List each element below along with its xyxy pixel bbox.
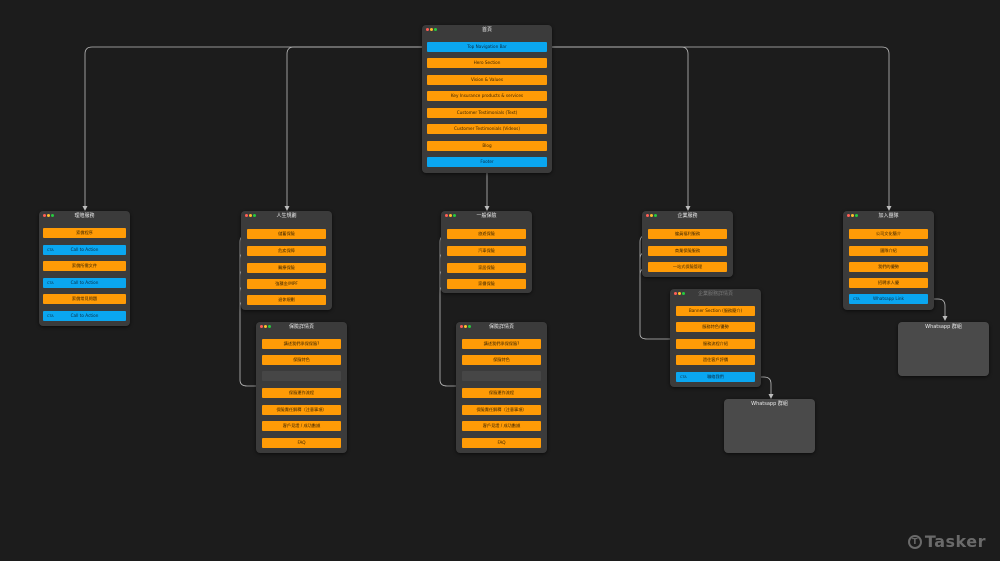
life-item[interactable]: 危疾保障 bbox=[247, 246, 326, 256]
business-item[interactable]: 僱員福利服務 bbox=[648, 229, 727, 239]
detail-item[interactable]: 服務流程介紹 bbox=[676, 339, 755, 349]
detail-item[interactable]: FAQ bbox=[262, 438, 341, 448]
window-title: 人生規劃 bbox=[276, 213, 297, 219]
placeholder-title: Whatsapp 群組 bbox=[751, 401, 788, 407]
detail-item[interactable]: 保險運作流程 bbox=[462, 388, 541, 398]
window-detail-general[interactable]: 保險詳情頁 講述我們承保保險? 保險特色 保險運作流程 保險責任解釋（注意事項）… bbox=[456, 322, 547, 453]
connector-home-business bbox=[547, 46, 689, 208]
window-business[interactable]: 企業服務 僱員福利服務 商業保險服務 一站式保險管理 bbox=[642, 211, 733, 277]
cta-label: Call to Action bbox=[70, 280, 99, 285]
connector-home-life bbox=[286, 46, 427, 208]
cta-label: Call to Action bbox=[70, 247, 99, 252]
contact-us-button[interactable]: CTA 聯絡我們 bbox=[676, 372, 755, 382]
cta-tag: CTA bbox=[47, 281, 54, 285]
life-item[interactable]: 強積金/MPF bbox=[247, 279, 326, 289]
hero-section[interactable]: Hero Section bbox=[427, 58, 547, 68]
general-item[interactable]: 汽車保險 bbox=[447, 246, 526, 256]
top-navigation-bar[interactable]: Top Navigation Bar bbox=[427, 42, 547, 52]
join-item[interactable]: 招聘求人優 bbox=[849, 278, 928, 288]
window-title: 企業服務 bbox=[677, 213, 698, 219]
cta-button[interactable]: CTA Call to Action bbox=[43, 311, 126, 321]
cta-button[interactable]: CTA Call to Action bbox=[43, 245, 126, 255]
cta-tag: CTA bbox=[680, 375, 687, 379]
window-general-insurance[interactable]: 一般保險 旅遊保險 汽車保險 家居保險 家傭保險 bbox=[441, 211, 532, 293]
life-item[interactable]: 醫療保險 bbox=[247, 263, 326, 273]
cta-label: Call to Action bbox=[70, 313, 99, 318]
window-title: 保險詳情頁 bbox=[488, 324, 514, 330]
general-item[interactable]: 家傭保險 bbox=[447, 279, 526, 289]
cta-label: Whatsapp Link bbox=[873, 296, 904, 301]
cta-tag: CTA bbox=[47, 248, 54, 252]
placeholder-title: Whatsapp 群組 bbox=[925, 324, 962, 330]
general-item[interactable]: 家居保險 bbox=[447, 263, 526, 273]
claims-item[interactable]: 索償常見問題 bbox=[43, 294, 126, 304]
empty-slot bbox=[262, 371, 341, 381]
detail-item[interactable]: 過往客戶評價 bbox=[676, 355, 755, 365]
window-title: 一般保險 bbox=[476, 213, 497, 219]
detail-item[interactable]: 客戶見證 / 成功數據 bbox=[462, 421, 541, 431]
blog[interactable]: Blog bbox=[427, 141, 547, 151]
detail-item[interactable]: 講述我們承保保險? bbox=[462, 339, 541, 349]
window-life-planning[interactable]: 人生規劃 儲蓄保險 危疾保障 醫療保險 強積金/MPF 退休規劃 bbox=[241, 211, 332, 310]
detail-item[interactable]: 客戶見證 / 成功數據 bbox=[262, 421, 341, 431]
business-item[interactable]: 一站式保險管理 bbox=[648, 262, 727, 272]
window-claims[interactable]: 理賠服務 索償程序 CTA Call to Action 索償所需文件 CTA Ca… bbox=[39, 211, 130, 326]
window-title: 加入團隊 bbox=[878, 213, 899, 219]
join-item[interactable]: 我們的優勢 bbox=[849, 262, 928, 272]
tasker-logo: T Tasker bbox=[907, 532, 986, 551]
window-detail-life[interactable]: 保險詳情頁 講述我們承保保險? 保險特色 保險運作流程 保險責任解釋（注意事項）… bbox=[256, 322, 347, 453]
detail-item[interactable]: 保險責任解釋（注意事項） bbox=[262, 405, 341, 415]
detail-item[interactable]: FAQ bbox=[462, 438, 541, 448]
whatsapp-link-button[interactable]: CTA Whatsapp Link bbox=[849, 294, 928, 304]
detail-item[interactable]: 保險特色 bbox=[462, 355, 541, 365]
life-item[interactable]: 退休規劃 bbox=[247, 295, 326, 305]
whatsapp-group-join[interactable]: Whatsapp 群組 bbox=[898, 322, 989, 376]
detail-item[interactable]: 保險特色 bbox=[262, 355, 341, 365]
testimonials-text[interactable]: Customer Testimonials (Text) bbox=[427, 108, 547, 118]
window-title: 理賠服務 bbox=[74, 213, 95, 219]
tasker-logo-text: Tasker bbox=[924, 532, 986, 551]
testimonials-videos[interactable]: Customer Testimonials (Videos) bbox=[427, 124, 547, 134]
claims-item[interactable]: 索償所需文件 bbox=[43, 261, 126, 271]
detail-item[interactable]: 服務特色/優勢 bbox=[676, 322, 755, 332]
whatsapp-group-business[interactable]: Whatsapp 群組 bbox=[724, 399, 815, 453]
window-title: 首頁 bbox=[481, 27, 492, 33]
window-home[interactable]: 首頁 Top Navigation Bar Hero Section Visio… bbox=[422, 25, 552, 173]
window-join-team[interactable]: 加入團隊 公司文化簡介 團隊介紹 我們的優勢 招聘求人優 CTA Whatsapp… bbox=[843, 211, 934, 310]
window-detail-business[interactable]: 企業服務詳情頁 Banner Section (服務簡介) 服務特色/優勢 服務… bbox=[670, 289, 761, 387]
window-title: 企業服務詳情頁 bbox=[697, 291, 733, 297]
vision-values[interactable]: Vision & Values bbox=[427, 75, 547, 85]
join-item[interactable]: 公司文化簡介 bbox=[849, 229, 928, 239]
connector-business-whatsapp bbox=[757, 376, 772, 396]
tasker-logo-icon: T bbox=[907, 534, 922, 549]
key-products[interactable]: Key Insurance products & services bbox=[427, 91, 547, 101]
connector-join-whatsapp bbox=[928, 298, 946, 318]
cta-button[interactable]: CTA Call to Action bbox=[43, 278, 126, 288]
connector-home-join bbox=[547, 46, 890, 208]
footer[interactable]: Footer bbox=[427, 157, 547, 167]
detail-item[interactable]: 保險運作流程 bbox=[262, 388, 341, 398]
cta-tag: CTA bbox=[47, 314, 54, 318]
detail-item[interactable]: 講述我們承保保險? bbox=[262, 339, 341, 349]
detail-item[interactable]: Banner Section (服務簡介) bbox=[676, 306, 755, 316]
general-item[interactable]: 旅遊保險 bbox=[447, 229, 526, 239]
window-title: 保險詳情頁 bbox=[288, 324, 314, 330]
life-item[interactable]: 儲蓄保險 bbox=[247, 229, 326, 239]
empty-slot bbox=[462, 371, 541, 381]
cta-label: 聯絡我們 bbox=[707, 374, 724, 379]
business-item[interactable]: 商業保險服務 bbox=[648, 246, 727, 256]
detail-item[interactable]: 保險責任解釋（注意事項） bbox=[462, 405, 541, 415]
connector-home-claims bbox=[84, 46, 427, 208]
join-item[interactable]: 團隊介紹 bbox=[849, 246, 928, 256]
cta-tag: CTA bbox=[853, 297, 860, 301]
claims-item[interactable]: 索償程序 bbox=[43, 228, 126, 238]
